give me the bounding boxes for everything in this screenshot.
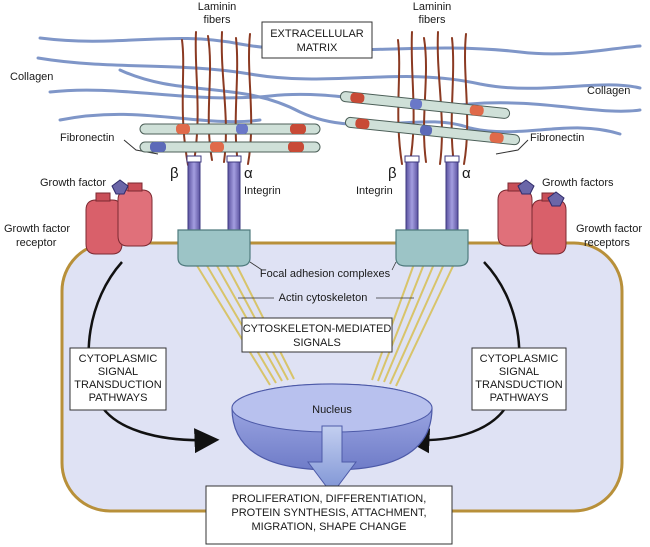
laminin-right-label-2: fibers <box>419 14 446 26</box>
pathway-right-label-4: PATHWAYS <box>490 392 549 404</box>
fibronectin-right-label: Fibronectin <box>530 132 584 144</box>
actin-label: Actin cytoskeleton <box>279 292 368 304</box>
pathway-left-box <box>69 347 167 411</box>
focal-adhesion-label: Focal adhesion complexes <box>260 268 391 280</box>
growth-factor-right-icon-1 <box>517 179 535 195</box>
gf-receptors-right-label-2: receptors <box>584 237 630 249</box>
cyto-signals-label-1: CYTOSKELETON-MEDIATED <box>243 323 392 335</box>
laminin-left-label-2: fibers <box>204 14 231 26</box>
pathway-left-label-2: SIGNAL <box>98 366 138 378</box>
pathway-right-box <box>471 347 567 411</box>
growth-factors-right-label: Growth factors <box>542 177 614 189</box>
pathway-right-label-3: TRANSDUCTION <box>475 379 562 391</box>
growth-factor-left-icon <box>111 179 129 195</box>
pathway-right-label-1: CYTOPLASMIC <box>480 353 559 365</box>
integrin-right-label: Integrin <box>356 185 393 197</box>
alpha-left-label: α <box>244 165 253 182</box>
focal-adhesion-label-box <box>252 264 398 282</box>
gf-receptor-left-label-2: receptor <box>16 237 57 249</box>
integrin-right <box>404 155 460 237</box>
pathway-right-label-2: SIGNAL <box>499 366 539 378</box>
actin-label-box <box>272 290 374 304</box>
collagen-left-label: Collagen <box>10 71 53 83</box>
outcome-box <box>205 485 453 545</box>
pathway-left-label-3: TRANSDUCTION <box>74 379 161 391</box>
beta-right-label: β <box>388 165 397 182</box>
laminin-left-label-1: Laminin <box>198 1 237 13</box>
fibronectin-left-label: Fibronectin <box>60 132 114 144</box>
beta-left-label: β <box>170 165 179 182</box>
ecm-label-2: MATRIX <box>297 42 338 54</box>
nucleus-label: Nucleus <box>312 404 352 416</box>
growth-factor-receptors-right <box>497 182 567 255</box>
integrin-left <box>186 155 242 237</box>
outcome-arrow <box>307 425 357 495</box>
focal-adhesion-right <box>395 229 469 267</box>
leader-lines <box>238 261 414 299</box>
fibronectin-left <box>123 123 321 155</box>
cyto-signals-box <box>241 317 393 353</box>
pathway-left-label-1: CYTOPLASMIC <box>79 353 158 365</box>
focal-adhesion-left <box>177 229 251 267</box>
integrin-left-label: Integrin <box>244 185 281 197</box>
cyto-signals-label-2: SIGNALS <box>293 337 341 349</box>
outcome-label-3: MIGRATION, SHAPE CHANGE <box>251 521 406 533</box>
alpha-right-label: α <box>462 165 471 182</box>
fibronectin-right <box>339 91 529 155</box>
laminin-right-label-1: Laminin <box>413 1 452 13</box>
ecm-box <box>261 21 373 59</box>
gf-receptor-left-label-1: Growth factor <box>4 223 70 235</box>
outcome-label-2: PROTEIN SYNTHESIS, ATTACHMENT, <box>231 507 426 519</box>
ecm-label-1: EXTRACELLULAR <box>270 28 364 40</box>
gf-receptors-right-label-1: Growth factor <box>576 223 642 235</box>
growth-factor-right-icon-2 <box>547 191 565 207</box>
pathway-left-label-4: PATHWAYS <box>89 392 148 404</box>
growth-factor-left-label: Growth factor <box>40 177 106 189</box>
collagen-right-label: Collagen <box>587 85 630 97</box>
outcome-label-1: PROLIFERATION, DIFFERENTIATION, <box>232 493 427 505</box>
